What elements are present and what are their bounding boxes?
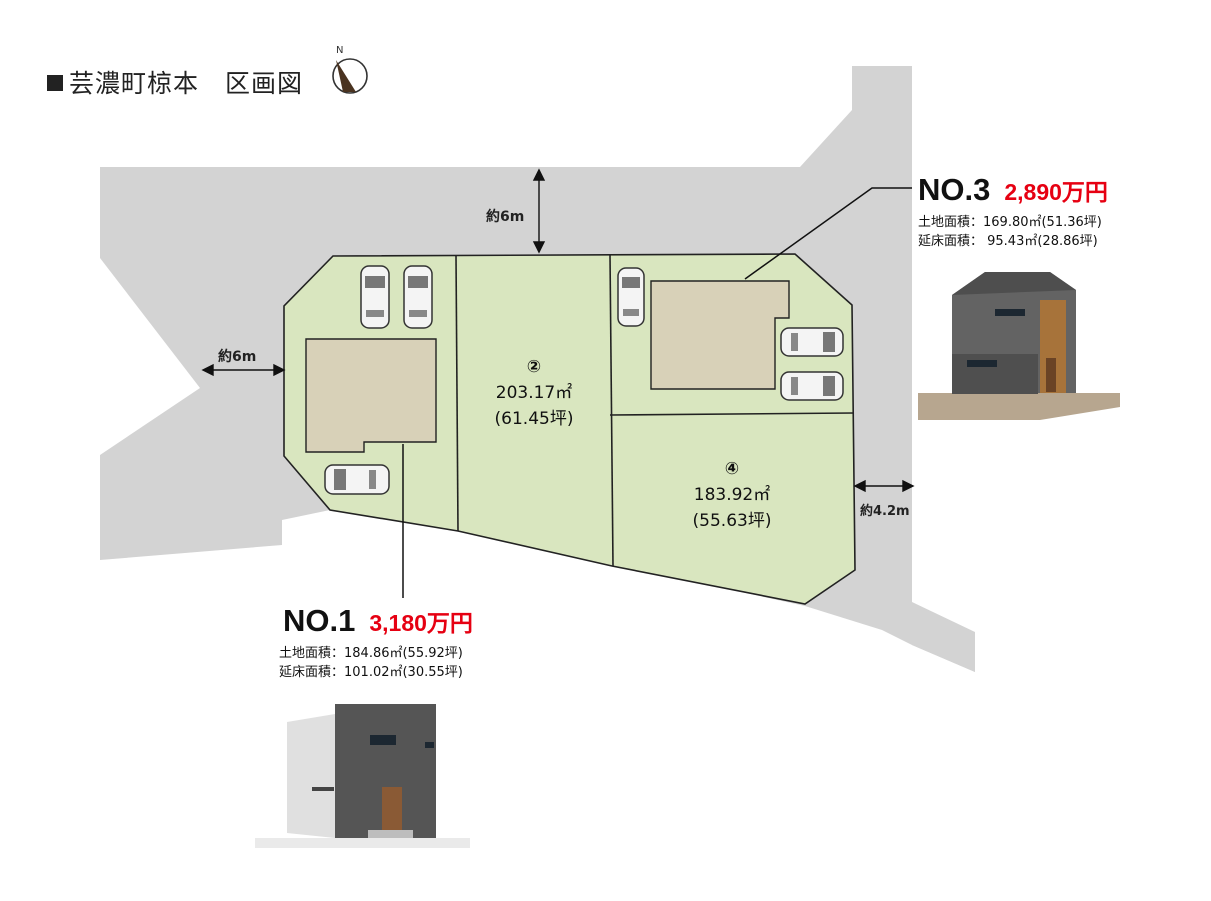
- lot-divider-2-3: [609, 254, 614, 567]
- car-icon: [403, 265, 433, 329]
- road-width-arrow-right: [853, 479, 915, 493]
- car-icon: [780, 371, 844, 401]
- house-photo-no3: [918, 272, 1120, 420]
- listing-no3-floor: 延床面積： 95.43㎡(28.86坪): [918, 234, 1098, 249]
- listing-no1-land: 土地面積：184.86㎡(55.92坪): [279, 646, 463, 661]
- listing-no1-heading: NO.1 3,180万円: [283, 603, 473, 639]
- compass-label: N: [336, 45, 344, 56]
- car-icon: [360, 265, 390, 329]
- lot-divider-3-4: [609, 412, 855, 416]
- lot-tsubo: (55.63坪): [692, 511, 772, 531]
- listing-no1-price: 3,180万円: [369, 610, 473, 636]
- road-width-right: 約4.2m: [860, 504, 910, 519]
- house-photo-no1: [255, 704, 470, 848]
- listing-no1-details: 土地面積：184.86㎡(55.92坪) 延床面積：101.02㎡(30.55坪…: [279, 644, 463, 682]
- house-footprint-no1: [305, 338, 437, 453]
- listing-no3-details: 土地面積：169.80㎡(51.36坪) 延床面積： 95.43㎡(28.86坪…: [918, 213, 1102, 251]
- title-square-icon: [47, 75, 63, 91]
- lot-tsubo: (61.45坪): [494, 409, 574, 429]
- lot-number: ②: [526, 357, 542, 377]
- listing-no3-label: NO.3: [918, 172, 991, 207]
- car-icon: [780, 327, 844, 357]
- page-title-text: 芸濃町椋本 区画図: [69, 69, 304, 98]
- listing-no3-heading: NO.3 2,890万円: [918, 172, 1108, 208]
- road-width-arrow-left: [201, 363, 286, 377]
- lot-2-label: ② 203.17㎡ (61.45坪): [474, 354, 594, 432]
- road-width-arrow-top: [532, 168, 546, 254]
- lot-divider-1-2: [455, 255, 459, 532]
- leader-line-no3: [744, 187, 912, 280]
- listing-no1-floor: 延床面積：101.02㎡(30.55坪): [279, 665, 463, 680]
- north-arrow-icon: [332, 58, 368, 94]
- lot-4-label: ④ 183.92㎡ (55.63坪): [672, 456, 792, 534]
- lot-area: 183.92㎡: [693, 485, 771, 505]
- lot-area: 203.17㎡: [495, 383, 573, 403]
- listing-no3-price: 2,890万円: [1004, 179, 1108, 205]
- listing-no1-label: NO.1: [283, 603, 356, 638]
- page-title: 芸濃町椋本 区画図: [47, 64, 303, 100]
- road-width-top: 約6m: [486, 209, 525, 225]
- car-icon: [324, 464, 390, 495]
- listing-no3-land: 土地面積：169.80㎡(51.36坪): [918, 215, 1102, 230]
- road-width-left: 約6m: [218, 349, 257, 365]
- house-footprint-no3: [650, 280, 790, 390]
- car-icon: [617, 267, 645, 327]
- lot-number: ④: [724, 459, 740, 479]
